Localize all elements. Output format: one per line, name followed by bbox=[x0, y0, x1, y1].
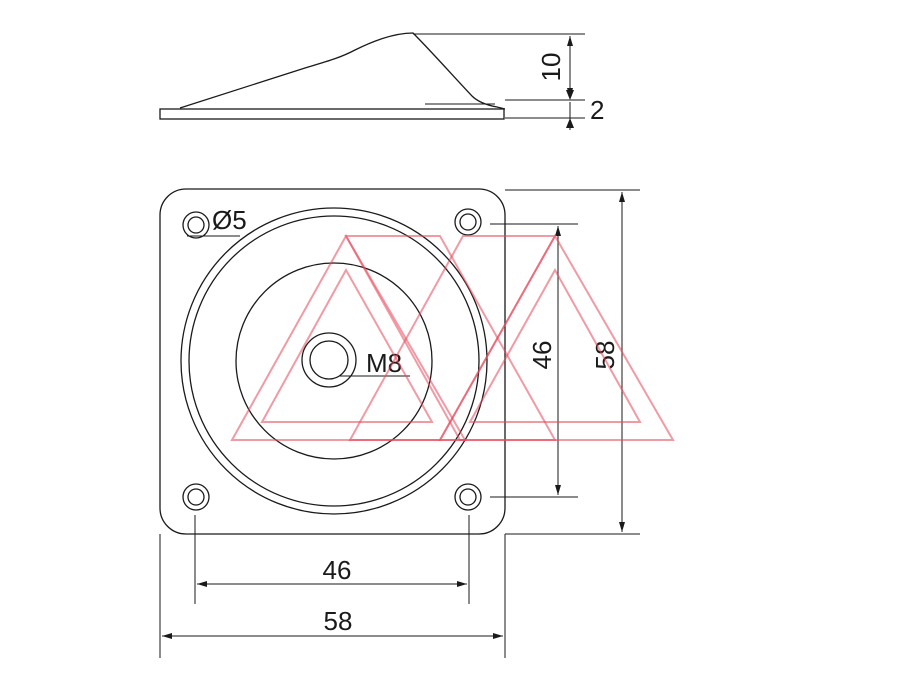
top-view: M8 Ø5 bbox=[159, 188, 506, 535]
mounting-hole-top-left bbox=[182, 211, 210, 239]
center-hole-outer bbox=[301, 332, 357, 388]
bottom-dimensions: 46 58 bbox=[159, 515, 506, 658]
dim-58-vertical-label: 58 bbox=[590, 341, 620, 370]
watermark-triangle-left bbox=[230, 233, 467, 441]
center-hole-inner bbox=[309, 340, 349, 380]
watermark-logo bbox=[230, 233, 675, 441]
mounting-hole-bottom-left bbox=[182, 483, 210, 511]
side-base-plate bbox=[159, 108, 505, 120]
dim-2-arrow-top bbox=[566, 90, 574, 100]
dim-46-horizontal-label: 46 bbox=[323, 555, 352, 585]
side-profile bbox=[179, 32, 506, 110]
watermark-cross-stroke-a bbox=[344, 235, 557, 441]
watermark-cross-stroke-b bbox=[348, 235, 557, 441]
hole-diameter-label: Ø5 bbox=[212, 205, 247, 235]
outer-plate bbox=[159, 188, 506, 535]
thread-label: M8 bbox=[366, 348, 402, 378]
mounting-hole-top-right bbox=[454, 208, 482, 236]
dim-58-horizontal-label: 58 bbox=[324, 606, 353, 636]
side-view: 10 2 bbox=[159, 32, 604, 130]
outer-ring-inner bbox=[188, 215, 480, 507]
watermark-triangle-right bbox=[438, 233, 675, 441]
mounting-hole-bottom-right bbox=[454, 483, 482, 511]
dim-2-arrow-bottom bbox=[566, 118, 574, 128]
dim-46-vertical-label: 46 bbox=[527, 341, 557, 370]
dim-10-label: 10 bbox=[536, 53, 566, 82]
outer-ring bbox=[180, 207, 488, 515]
right-dimensions: 46 58 bbox=[490, 189, 640, 535]
raised-dome bbox=[235, 262, 433, 460]
dim-2-label: 2 bbox=[590, 95, 604, 125]
